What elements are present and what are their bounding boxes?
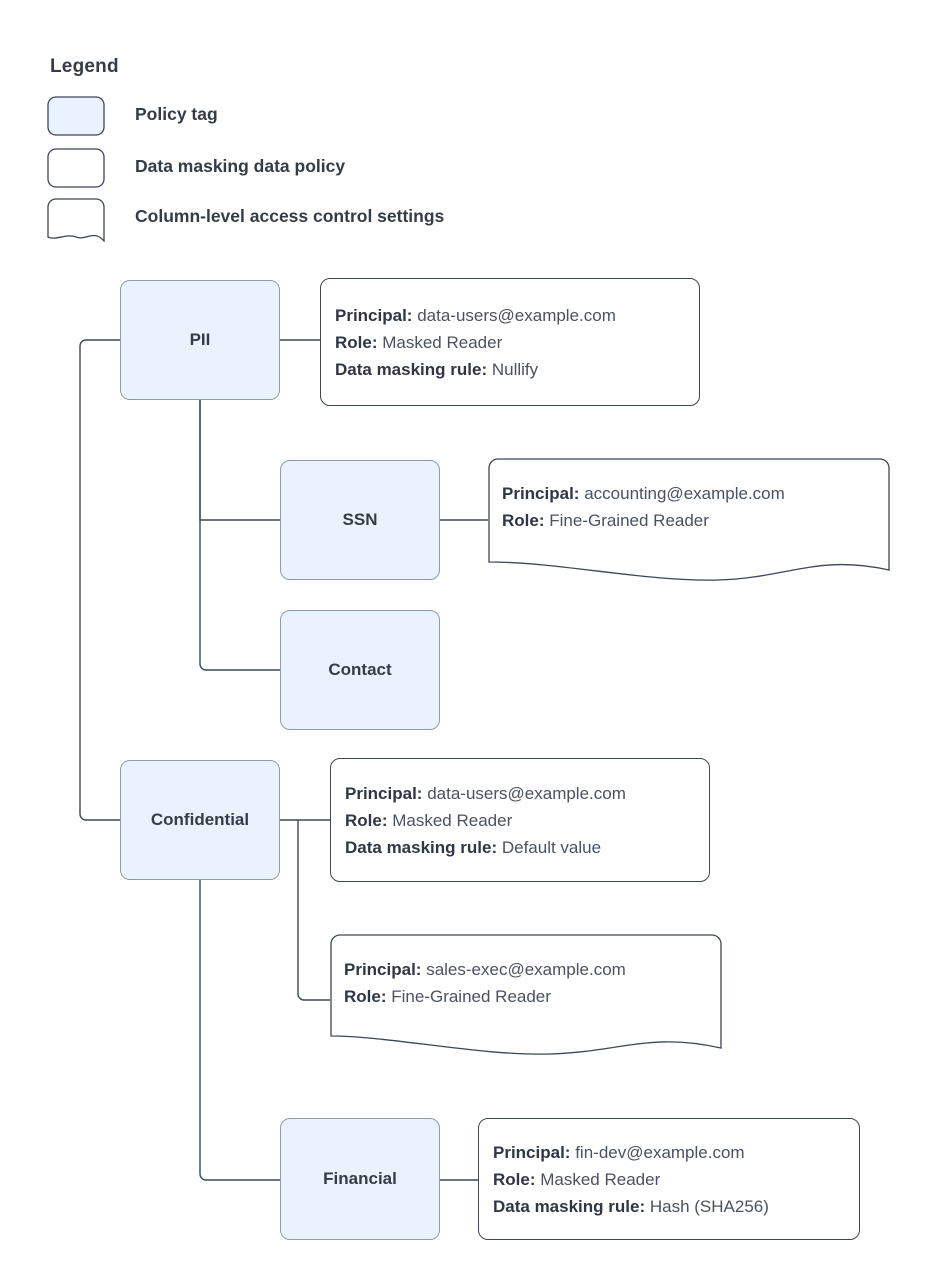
label-role: Role: — [344, 987, 387, 1006]
label-principal: Principal: — [335, 305, 413, 325]
card-line-masking-rule: Data masking rule: Nullify — [335, 356, 685, 383]
card-line-principal: Principal: sales-exec@example.com — [344, 956, 626, 983]
card-line-masking-rule: Data masking rule: Hash (SHA256) — [493, 1193, 845, 1220]
label-masking-rule: Data masking rule: — [345, 837, 498, 857]
card-line-principal: Principal: data-users@example.com — [335, 302, 685, 329]
card-line-role: Role: Masked Reader — [335, 329, 685, 356]
value-principal: data-users@example.com — [427, 783, 626, 803]
value-principal: accounting@example.com — [584, 484, 785, 503]
policy-tag-label-contact: Contact — [328, 660, 392, 679]
label-principal: Principal: — [345, 783, 423, 803]
policy-tag-label-ssn: SSN — [342, 510, 378, 529]
legend-title: Legend — [50, 56, 119, 77]
connector-confidential-financial — [199, 880, 280, 1181]
label-masking-rule: Data masking rule: — [493, 1196, 646, 1216]
card-line-principal: Principal: accounting@example.com — [502, 480, 785, 507]
policy-tag-node-financial[interactable]: Financial — [280, 1118, 440, 1240]
legend-label-column-access-settings: Column-level access control settings — [135, 206, 445, 226]
label-principal: Principal: — [344, 960, 422, 979]
policy-tag-node-ssn[interactable]: SSN — [280, 460, 440, 580]
legend-label-data-masking-policy: Data masking data policy — [135, 156, 346, 176]
value-role: Fine-Grained Reader — [391, 987, 551, 1006]
card-text-block: Principal: accounting@example.com Role: … — [502, 480, 785, 534]
column-access-settings-card-ssn[interactable]: Principal: accounting@example.com Role: … — [488, 458, 890, 584]
policy-tag-label-confidential: Confidential — [150, 810, 250, 829]
data-masking-policy-card-confidential[interactable]: Principal: data-users@example.com Role: … — [330, 758, 710, 882]
card-text-block: Principal: sales-exec@example.com Role: … — [344, 956, 626, 1010]
policy-tag-node-pii[interactable]: PII — [120, 280, 280, 400]
connector-root-trunk — [79, 339, 120, 821]
value-masking-rule: Default value — [501, 837, 602, 857]
legend-swatch-data-masking-policy — [47, 148, 105, 188]
value-principal: data-users@example.com — [417, 305, 616, 325]
label-role: Role: — [335, 332, 378, 352]
value-principal: fin-dev@example.com — [575, 1142, 745, 1162]
card-line-masking-rule: Data masking rule: Default value — [345, 834, 695, 861]
data-masking-policy-card-financial[interactable]: Principal: fin-dev@example.com Role: Mas… — [478, 1118, 860, 1240]
value-role: Masked Reader — [392, 810, 513, 830]
label-principal: Principal: — [502, 484, 580, 503]
card-line-role: Role: Masked Reader — [493, 1166, 845, 1193]
policy-tag-label-financial: Financial — [323, 1169, 397, 1188]
connector-pii-ssn — [199, 400, 280, 521]
value-role: Masked Reader — [540, 1169, 661, 1189]
label-principal: Principal: — [493, 1142, 571, 1162]
card-line-principal: Principal: data-users@example.com — [345, 780, 695, 807]
data-masking-policy-card-pii[interactable]: Principal: data-users@example.com Role: … — [320, 278, 700, 406]
connector-confidential-access-card — [297, 820, 330, 1001]
legend-label-policy-tag: Policy tag — [135, 104, 218, 124]
value-masking-rule: Nullify — [491, 359, 539, 379]
policy-tag-label-pii: PII — [189, 330, 211, 349]
card-line-principal: Principal: fin-dev@example.com — [493, 1139, 845, 1166]
label-masking-rule: Data masking rule: — [335, 359, 488, 379]
card-line-role: Role: Fine-Grained Reader — [344, 983, 626, 1010]
card-line-role: Role: Fine-Grained Reader — [502, 507, 785, 534]
connector-pii-contact — [199, 400, 280, 671]
label-role: Role: — [345, 810, 388, 830]
value-masking-rule: Hash (SHA256) — [649, 1196, 769, 1216]
value-principal: sales-exec@example.com — [426, 960, 626, 979]
label-role: Role: — [493, 1169, 536, 1189]
legend-swatch-policy-tag — [47, 96, 105, 136]
policy-tag-node-confidential[interactable]: Confidential — [120, 760, 280, 880]
value-role: Masked Reader — [382, 332, 503, 352]
column-access-settings-card-confidential[interactable]: Principal: sales-exec@example.com Role: … — [330, 934, 722, 1060]
label-role: Role: — [502, 511, 545, 530]
value-role: Fine-Grained Reader — [549, 511, 709, 530]
policy-tag-node-contact[interactable]: Contact — [280, 610, 440, 730]
card-line-role: Role: Masked Reader — [345, 807, 695, 834]
legend-swatch-column-access-settings — [47, 198, 105, 243]
